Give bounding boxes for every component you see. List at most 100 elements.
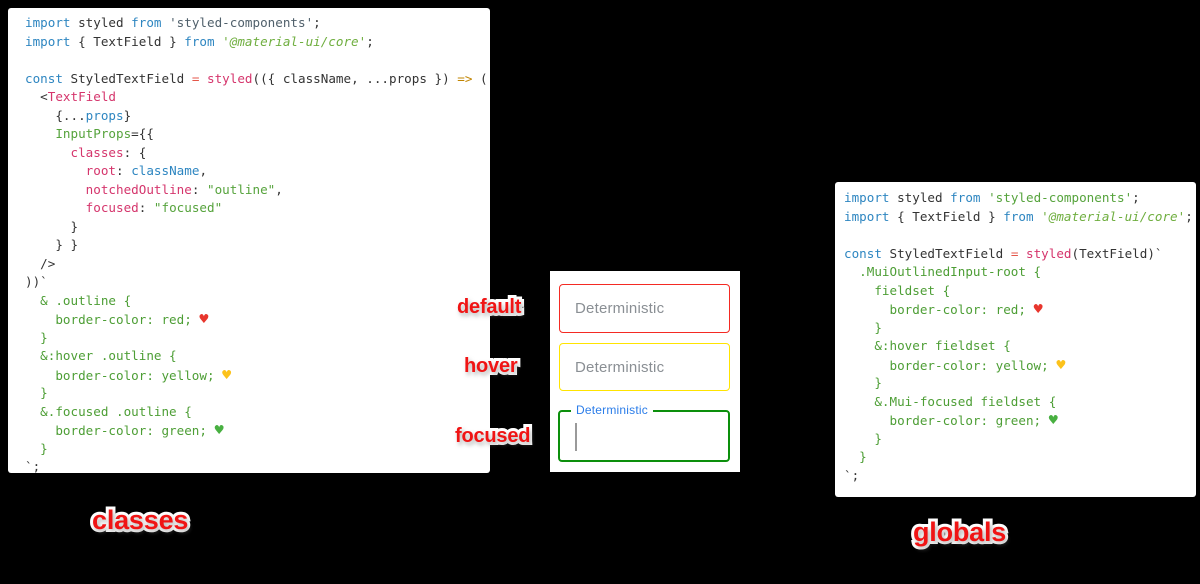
code-token [199,71,207,86]
code-token: } [25,440,48,456]
code-token: StyledTextField [881,245,1011,261]
caption-focused: focused [452,422,534,450]
code-token: 'styled-components' [161,15,314,30]
code-token: styled [70,15,132,30]
code-token: border-color: yellow; [844,357,1057,373]
code-token: from [1003,208,1034,224]
code-token: '@material-ui/core' [1033,208,1186,224]
code-line: import { TextField } from '@material-ui/… [25,33,490,52]
code-token: : [138,200,154,215]
code-token: import [25,15,71,30]
code-token: ( [472,70,488,86]
code-token: 'styled-components' [980,190,1133,205]
code-token: "focused" [153,200,223,215]
code-line: } [25,329,490,348]
code-token: border-color: green; [844,413,1049,428]
code-token: styled [1026,245,1072,261]
code-token: classes [70,144,124,160]
code-line: } [25,218,490,237]
code-token: } } [25,237,79,252]
heart-red-icon: ♥ [1033,300,1043,318]
code-line: InputProps={{ [25,125,490,144]
code-token: TextField [47,89,116,104]
textfield-hover[interactable]: Deterministic [559,343,730,391]
code-token: ={{ [131,126,154,141]
textfield-focused[interactable]: Deterministic [558,403,730,462]
code-token: (TextField)` [1071,245,1163,261]
code-line: } [844,448,1196,467]
code-token: import [844,190,890,205]
code-line [844,226,1196,245]
heart-green-icon: ♥ [1048,411,1058,429]
code-token: ; [1132,190,1140,205]
code-block-globals: import styled from 'styled-components';i… [844,189,1196,485]
code-token: from [950,190,981,205]
code-token: `; [844,467,860,483]
code-token: => [457,70,473,86]
code-line: } [844,319,1196,338]
code-token: (({ className, ...props }) [252,70,458,86]
code-token: import [25,33,71,49]
code-token: "outline" [207,181,276,197]
code-line: } [844,430,1196,449]
code-line: & .outline { [25,292,490,311]
code-token: props [85,107,124,123]
caption-default: default [454,293,524,321]
code-line: import styled from 'styled-components'; [844,189,1196,208]
code-line: border-color: green; ♥ [25,421,490,440]
caption-hover: hover [461,352,521,380]
code-line: root: className, [25,162,490,181]
code-line: classes: { [25,144,490,163]
code-line: /> [25,255,490,274]
code-line: import styled from 'styled-components'; [25,14,490,33]
code-line: border-color: yellow; ♥ [844,356,1196,375]
code-line: import { TextField } from '@material-ui/… [844,208,1196,227]
code-token: .MuiOutlinedInput-root { [844,264,1042,279]
textfield-default-placeholder: Deterministic [575,300,665,317]
textfield-default[interactable]: Deterministic [559,284,730,333]
code-token: : [116,163,132,178]
code-token: border-color: red; [844,302,1034,317]
code-token: ; [366,33,374,49]
code-token: ))` [25,274,48,289]
code-line: `; [844,467,1196,486]
code-token: } [123,107,132,123]
code-token: root [85,163,117,178]
code-token: = [191,70,200,86]
code-line: fieldset { [844,282,1196,301]
code-token: from [184,33,215,49]
code-token: : { [123,144,147,160]
code-line: } [844,374,1196,393]
heart-yellow-icon: ♥ [1056,355,1066,374]
code-token: &:hover .outline { [25,348,177,363]
code-token: , [275,181,283,197]
code-token: border-color: green; [25,423,215,438]
globals-code-panel: import styled from 'styled-components';i… [835,182,1196,497]
code-token: } [844,375,882,390]
code-token [25,126,55,141]
code-token: } [25,329,48,345]
code-token: border-color: red; [25,312,200,327]
code-token: { TextField } [70,33,185,49]
code-line: const StyledTextField = styled(TextField… [844,245,1196,264]
code-token: className [131,163,200,178]
textfield-hover-placeholder: Deterministic [575,358,665,376]
code-line: focused: "focused" [25,199,490,218]
code-token: ; [1185,208,1193,224]
code-token: , [199,163,208,178]
code-line: } } [25,236,490,255]
code-token [25,182,86,197]
code-token: } [25,385,48,400]
code-token: { TextField } [889,208,1004,224]
heart-yellow-icon: ♥ [222,365,232,384]
code-token: import [844,208,890,224]
code-token: `; [25,459,41,474]
code-token [1018,246,1026,261]
code-token: /> [25,255,56,271]
code-line: border-color: green; ♥ [844,411,1196,430]
heart-red-icon: ♥ [199,310,209,328]
code-line: } [25,384,490,403]
textfield-demo-panel: Deterministic Deterministic Deterministi… [550,271,740,472]
code-line: &:hover fieldset { [844,337,1196,356]
